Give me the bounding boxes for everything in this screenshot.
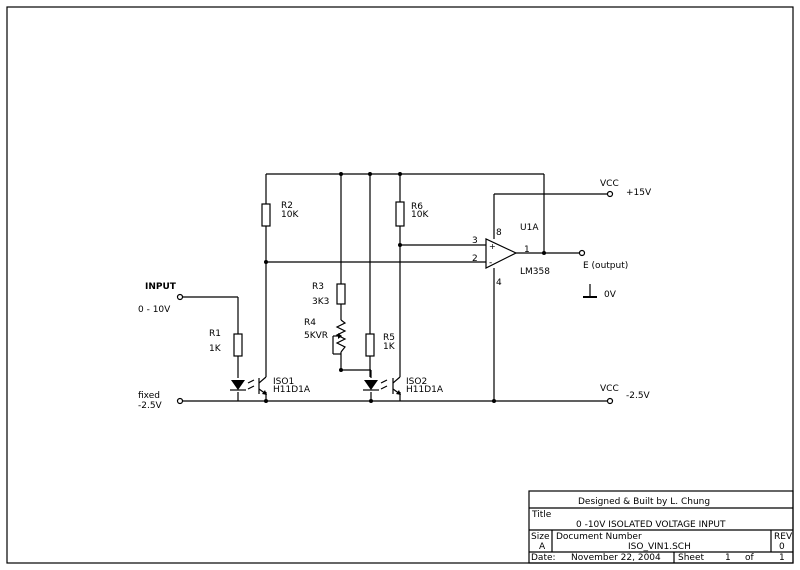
title-label: Title (531, 510, 552, 520)
doc-number: ISO_VIN1.SCH (628, 542, 691, 552)
u1a-pin-out: 1 (524, 245, 530, 255)
resistor-r5 (365, 333, 375, 357)
iso2-part: H11D1A (406, 385, 444, 395)
optoisolator-iso2 (363, 376, 401, 395)
size-label: Size (531, 532, 550, 542)
vcc-top-name: VCC (600, 179, 619, 189)
size-value: A (539, 542, 546, 552)
u1a-pin-minus: 2 (472, 254, 478, 264)
r3-ref: R3 (312, 282, 324, 292)
opamp-u1a: + - (485, 238, 518, 269)
iso2-ref: ISO2 (406, 377, 427, 387)
u1a-pin-vcc: 8 (496, 228, 502, 238)
iso1-ref: ISO1 (273, 377, 294, 387)
fixed-label: fixed (138, 391, 160, 401)
sheet-title: 0 -10V ISOLATED VOLTAGE INPUT (576, 520, 726, 530)
r5-value: 1K (383, 342, 396, 352)
r4-value: 5KVR (304, 331, 328, 341)
vcc-bottom-name: VCC (600, 384, 619, 394)
optoisolator-iso1 (230, 376, 267, 395)
doc-number-label: Document Number (556, 532, 642, 542)
r3-value: 3K3 (312, 297, 329, 307)
ground-label: 0V (604, 290, 617, 300)
rev-label: REV (774, 532, 793, 542)
iso1-part: H11D1A (273, 385, 311, 395)
resistor-r1 (233, 333, 243, 357)
r6-value: 10K (411, 210, 429, 220)
svg-text:-: - (489, 258, 492, 268)
sheet-value: 1 (725, 553, 731, 563)
r2-ref: R2 (281, 201, 293, 211)
date-label: Date: (531, 553, 556, 563)
u1a-part: LM358 (520, 267, 550, 277)
variable-resistor-r4 (332, 319, 347, 355)
title-block: Designed & Built by L. Chung Title 0 -10… (528, 490, 794, 564)
rev-value: 0 (779, 542, 785, 552)
of-value: 1 (779, 553, 785, 563)
vcc-bottom-value: -2.5V (626, 391, 651, 401)
u1a-pin-plus: 3 (472, 236, 478, 246)
fixed-value-label: -2.5V (138, 401, 163, 411)
of-label: of (745, 553, 755, 563)
resistor-r3 (336, 283, 346, 305)
u1a-pin-vee: 4 (496, 278, 502, 288)
resistor-r6 (395, 201, 405, 227)
sheet-label: Sheet (678, 553, 704, 563)
sheet-border (6, 6, 794, 564)
terminals (176, 190, 614, 405)
r4-ref: R4 (304, 318, 316, 328)
r2-value: 10K (281, 210, 299, 220)
r5-ref: R5 (383, 333, 395, 343)
r6-ref: R6 (411, 202, 423, 212)
u1a-ref: U1A (520, 223, 539, 233)
resistor-r2 (261, 203, 271, 227)
output-label: E (output) (583, 261, 628, 271)
r1-value: 1K (209, 344, 222, 354)
wires (180, 173, 610, 402)
labels: INPUT 0 - 10V fixed -2.5V R1 1K R2 10K R… (138, 179, 652, 411)
svg-text:+: + (489, 242, 496, 251)
r1-ref: R1 (209, 329, 221, 339)
vcc-top-value: +15V (626, 188, 652, 198)
date-value: November 22, 2004 (571, 553, 661, 563)
input-label: INPUT (145, 282, 177, 292)
junction-dots (264, 172, 546, 403)
input-range-label: 0 - 10V (138, 305, 171, 315)
designer-label: Designed & Built by L. Chung (578, 497, 710, 507)
